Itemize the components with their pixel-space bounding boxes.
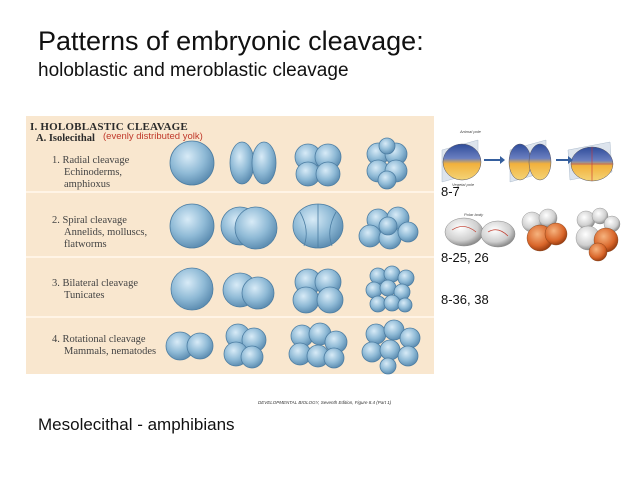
figure-heading: I. HOLOBLASTIC CLEAVAGE	[30, 121, 188, 133]
vegetal-pole-label: Vegetal pole	[452, 182, 475, 187]
row-label-bilateral: 3. Bilateral cleavage Tunicates	[52, 278, 138, 302]
reference-label: 8-36, 38	[441, 292, 489, 307]
row-label-line: Echinoderms,	[64, 167, 123, 178]
row-label-line: amphioxus	[64, 179, 111, 190]
row-label-line: flatworms	[64, 239, 107, 250]
figure-subheading: A. Isolecithal	[36, 133, 95, 144]
row-label-line: Annelids, molluscs,	[64, 227, 148, 238]
polar-body-label: Polar body	[464, 212, 484, 217]
slide-subtitle: holoblastic and meroblastic cleavage	[38, 60, 349, 81]
morula-stage	[361, 319, 421, 375]
figure-note: (evenly distributed yolk)	[103, 131, 203, 142]
row-label-line: Tunicates	[64, 290, 105, 301]
eight-cell-stage	[366, 137, 408, 190]
figure-row-divider	[26, 316, 434, 318]
two-cell-stage	[222, 272, 275, 310]
reference-label: 8-25, 26	[441, 250, 489, 265]
row-label-line: 1. Radial cleavage	[52, 155, 130, 166]
animal-pole-label: Animal pole	[459, 129, 482, 134]
two-cell-stage	[165, 331, 214, 361]
slide-title: Patterns of embryonic cleavage:	[38, 26, 424, 56]
row-label-spiral: 2. Spiral cleavage Annelids, molluscs, f…	[52, 215, 147, 251]
row-label-radial: 1. Radial cleavage Echinoderms, amphioxu…	[52, 155, 129, 191]
four-cell-stage	[292, 268, 344, 314]
eight-cell-stage	[288, 322, 348, 369]
two-cell-stage	[229, 141, 277, 185]
four-cell-stage	[294, 143, 342, 187]
many-cell-stage	[365, 265, 415, 313]
zygote-cell	[170, 267, 214, 311]
figure-row-divider	[26, 256, 434, 258]
zygote-cell	[169, 140, 215, 186]
amphibian-cleavage-illustration	[441, 139, 614, 183]
two-cell-stage	[220, 206, 278, 250]
row-label-line: 3. Bilateral cleavage	[52, 278, 138, 289]
row-label-line: 2. Spiral cleavage	[52, 215, 127, 226]
mesolecithal-label: Mesolecithal - amphibians	[38, 415, 235, 434]
row-label-line: Mammals, nematodes	[64, 346, 157, 357]
row-label-line: 4. Rotational cleavage	[52, 334, 146, 345]
reference-label: 8-7	[441, 184, 460, 199]
eight-cell-stage	[358, 206, 419, 250]
row-label-rotational: 4. Rotational cleavage Mammals, nematode…	[52, 334, 156, 358]
zygote-cell	[169, 203, 215, 249]
four-cell-stage	[223, 323, 267, 369]
figure-row-divider	[26, 191, 434, 193]
spiral-cleavage-illustration	[444, 207, 621, 262]
four-cell-stage	[292, 203, 344, 249]
figure-caption: DEVELOPMENTAL BIOLOGY, Seventh Edition, …	[258, 400, 392, 405]
